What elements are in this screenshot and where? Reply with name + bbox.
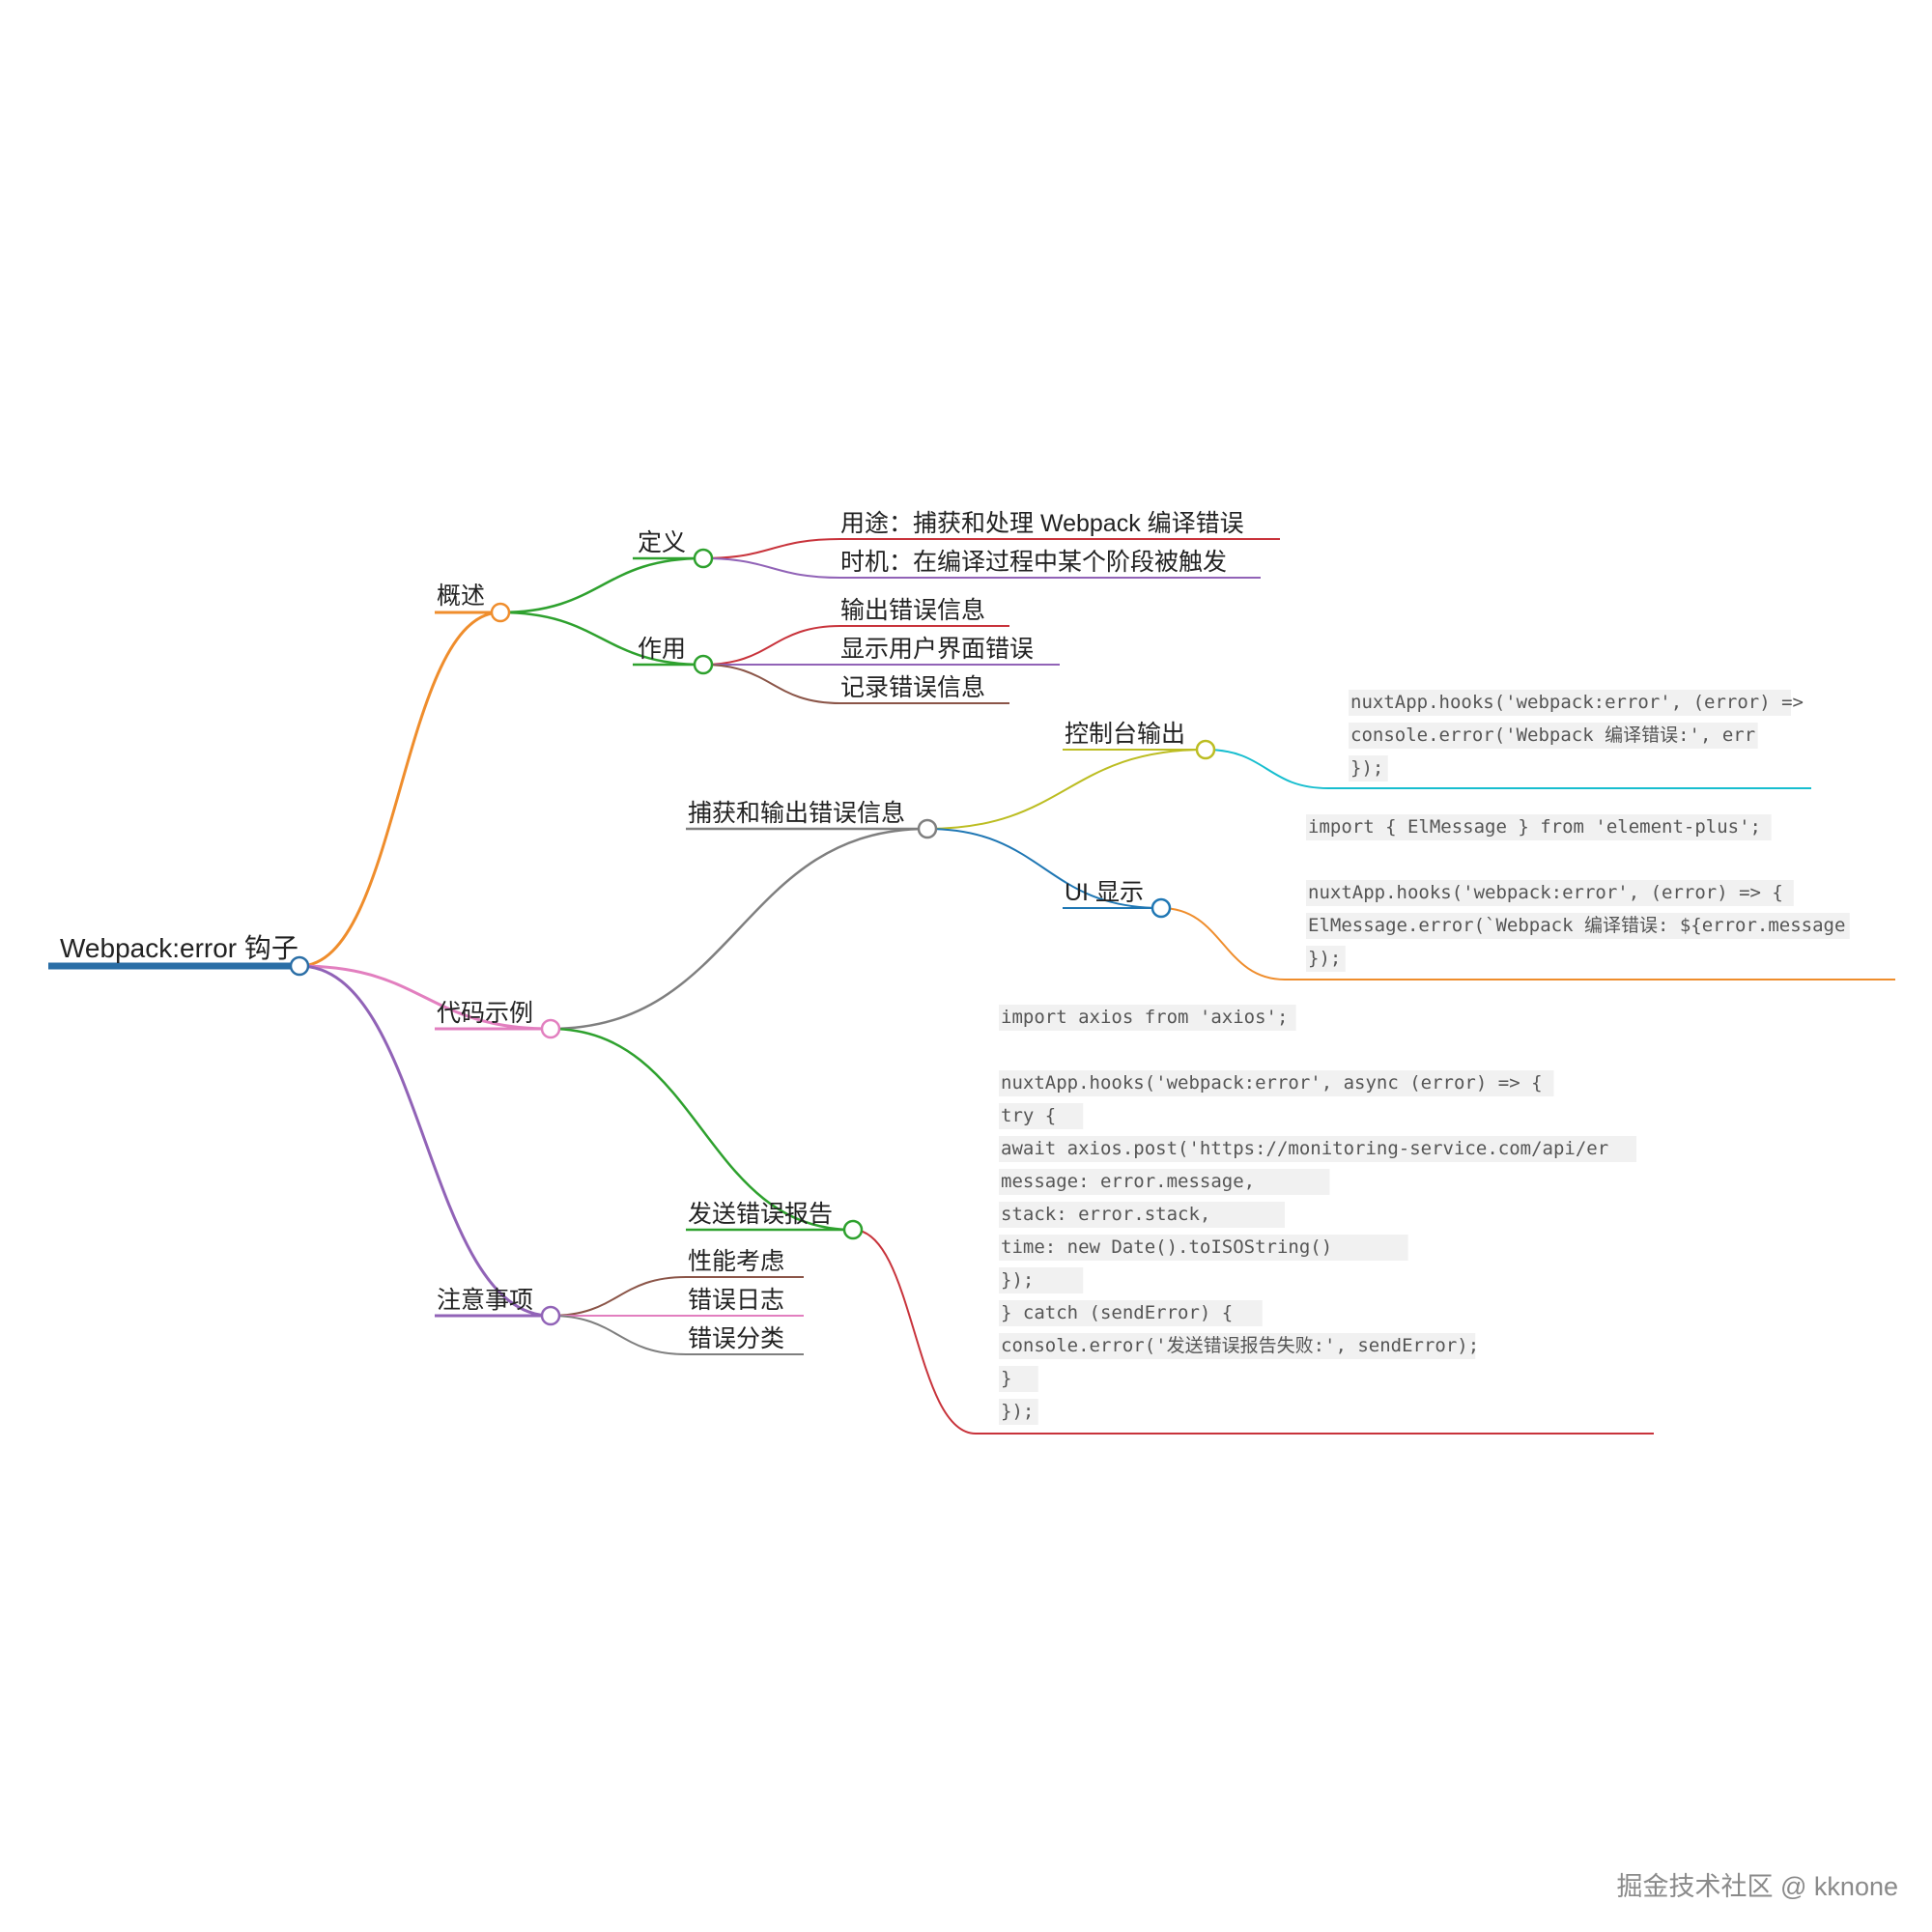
report-code-line-bg — [999, 1005, 1296, 1031]
watermark: 掘金技术社区 @ kknone — [1617, 1872, 1898, 1901]
ui-code-line-bg — [1306, 880, 1794, 906]
leaf-log-error: 记录错误信息 — [840, 674, 985, 701]
report-code-line-bg — [999, 1267, 1084, 1293]
link-ui-code — [1160, 907, 1286, 980]
link-overview-definition — [499, 556, 704, 614]
link-definition-leaf — [702, 538, 841, 559]
report-code-line: stack: error.stack, — [1001, 1204, 1210, 1225]
link-root-examples — [298, 964, 552, 1031]
report-code-line: import axios from 'axios'; — [1001, 1007, 1288, 1028]
report-code-line: try { — [1001, 1105, 1056, 1126]
connector-lines — [48, 538, 1895, 1435]
report-code-line-bg — [999, 1399, 1038, 1425]
report-code-line-bg — [999, 1136, 1636, 1162]
root-collapse-handle[interactable] — [289, 955, 310, 977]
root-topic: Webpack:error 钩子 — [60, 933, 298, 963]
link-examples-report — [550, 1027, 854, 1232]
report-code-line-bg — [999, 1333, 1476, 1359]
console-code-line-bg — [1349, 723, 1758, 749]
examples-collapse-handle[interactable] — [540, 1018, 561, 1039]
definition-collapse-handle[interactable] — [693, 548, 714, 569]
topic-capture-output: 捕获和输出错误信息 — [688, 800, 905, 827]
leaf-error-log: 错误日志 — [688, 1287, 784, 1314]
leaf-ui-error: 显示用户界面错误 — [840, 636, 1034, 663]
link-notes-leaf — [550, 1276, 687, 1317]
console-code-line: console.error('Webpack 编译错误:', err — [1350, 724, 1755, 746]
report-code-line-bg — [999, 1202, 1285, 1228]
overview-collapse-handle[interactable] — [490, 602, 511, 623]
leaf-performance: 性能考虑 — [688, 1248, 784, 1275]
report-code-line-bg — [999, 1300, 1263, 1326]
leaf-error-category: 错误分类 — [688, 1325, 784, 1352]
topic-role: 作用 — [638, 636, 686, 663]
link-role-leaf — [702, 664, 841, 704]
ui-code-line: ElMessage.error(`Webpack 编译错误: ${error.m… — [1308, 915, 1845, 936]
report-code-line: console.error('发送错误报告失败:', sendError); — [1001, 1335, 1479, 1356]
report-code-line: } — [1001, 1368, 1011, 1389]
topic-overview: 概述 — [437, 582, 485, 610]
report-code-line-bg — [999, 1235, 1408, 1261]
node-collapse-handles — [289, 548, 1216, 1326]
report-code-line: message: error.message, — [1001, 1171, 1255, 1192]
leaf-timing: 时机：在编译过程中某个阶段被触发 — [840, 549, 1227, 576]
link-capture-console — [926, 749, 1207, 830]
topic-ui-display: UI 显示 — [1065, 879, 1144, 906]
link-report-code — [852, 1229, 977, 1435]
link-definition-leaf — [702, 557, 841, 579]
link-console-code — [1205, 749, 1329, 789]
topic-code-examples: 代码示例 — [437, 1000, 533, 1027]
report-code-line-bg — [999, 1366, 1038, 1392]
link-root-overview — [298, 611, 501, 968]
notes-collapse-handle[interactable] — [540, 1305, 561, 1326]
console-collapse-handle[interactable] — [1195, 739, 1216, 760]
topic-console-output: 控制台输出 — [1065, 721, 1185, 748]
report-code-line-bg — [999, 1169, 1330, 1195]
leaf-purpose: 用途：捕获和处理 Webpack 编译错误 — [840, 510, 1244, 537]
code-blocks: nuxtApp.hooks('webpack:error', (error) =… — [999, 690, 1850, 1425]
ui-code-line-bg — [1306, 814, 1772, 840]
report-code-line: }); — [1001, 1401, 1034, 1422]
report-code-line: nuxtApp.hooks('webpack:error', async (er… — [1001, 1072, 1543, 1094]
capture-collapse-handle[interactable] — [917, 818, 938, 839]
link-root-notes — [298, 964, 552, 1318]
console-code-line-bg — [1349, 690, 1791, 716]
console-code-line: }); — [1350, 757, 1383, 779]
leaf-output-error: 输出错误信息 — [840, 597, 985, 624]
topic-notes: 注意事项 — [437, 1287, 533, 1314]
topic-definition: 定义 — [638, 529, 686, 556]
link-notes-leaf — [550, 1315, 687, 1355]
role-collapse-handle[interactable] — [693, 654, 714, 675]
link-role-leaf — [702, 625, 841, 666]
report-code-line: await axios.post('https://monitoring-ser… — [1001, 1138, 1608, 1159]
ui-code-line: import { ElMessage } from 'element-plus'… — [1308, 816, 1761, 838]
console-code-line-bg — [1349, 755, 1388, 781]
ui-collapse-handle[interactable] — [1151, 897, 1172, 919]
link-overview-role — [499, 611, 704, 667]
topic-send-report: 发送错误报告 — [688, 1201, 833, 1228]
report-code-line: time: new Date().toISOString() — [1001, 1236, 1332, 1258]
link-examples-capture — [550, 827, 928, 1031]
console-code-line: nuxtApp.hooks('webpack:error', (error) =… — [1350, 692, 1804, 713]
report-code-line-bg — [999, 1103, 1084, 1129]
report-collapse-handle[interactable] — [842, 1219, 864, 1240]
ui-code-line-bg — [1306, 913, 1850, 939]
report-code-line: }); — [1001, 1269, 1034, 1291]
link-capture-ui — [926, 828, 1162, 909]
report-code-line-bg — [999, 1070, 1554, 1096]
report-code-line: } catch (sendError) { — [1001, 1302, 1233, 1323]
ui-code-line: }); — [1308, 948, 1341, 969]
ui-code-line-bg — [1306, 946, 1346, 972]
ui-code-line: nuxtApp.hooks('webpack:error', (error) =… — [1308, 882, 1783, 903]
